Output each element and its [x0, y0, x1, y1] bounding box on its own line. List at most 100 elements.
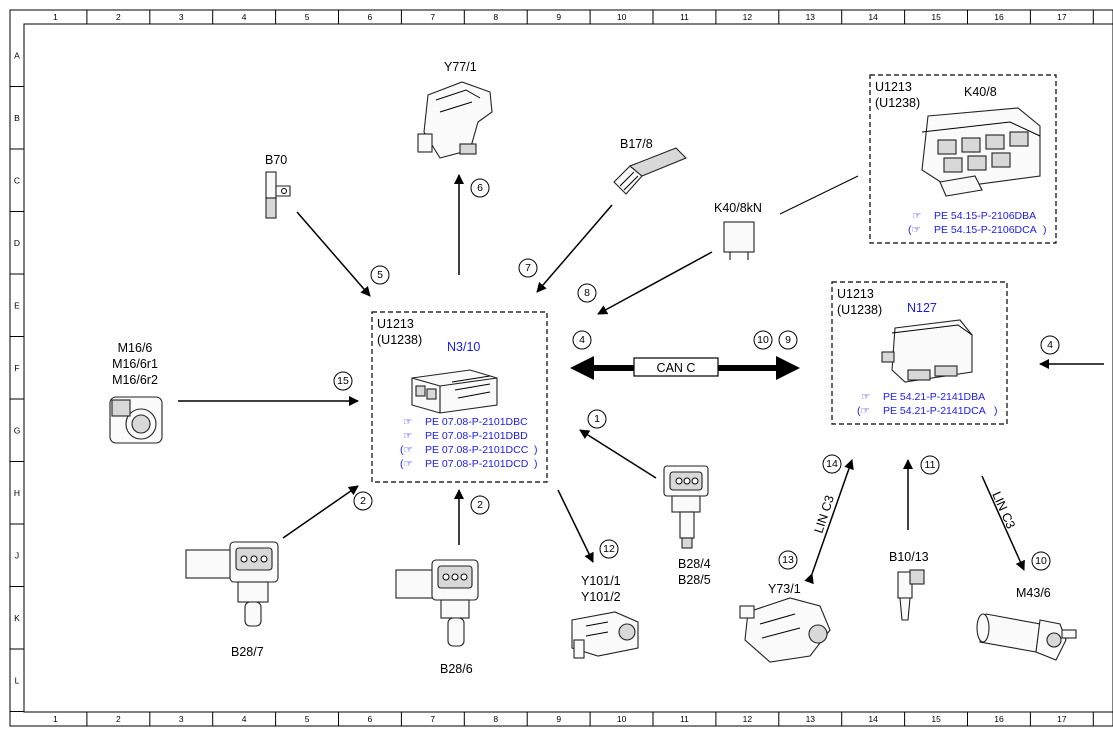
svg-text:): ) [534, 458, 538, 470]
transmission-ecu-ref-2: PE 54.21-P-2141DCA [883, 405, 986, 417]
engine-ecu-refs: ☞ PE 07.08-P-2101DBC ☞ PE 07.08-P-2101DB… [400, 416, 538, 470]
callout-can-right-1: 10 [753, 330, 773, 350]
callout-b28-7: 2 [353, 491, 373, 511]
callout-b70: 5 [370, 265, 390, 285]
m16-label-2: M16/6r1 [112, 357, 158, 371]
grid-column-label: 14 [868, 12, 878, 22]
grid-column-label: 6 [368, 714, 373, 724]
svg-text:☞: ☞ [403, 416, 412, 428]
can-bus-label: CAN C [657, 361, 696, 375]
y101-label-1: Y101/1 [581, 574, 621, 588]
arrow-b70 [296, 211, 371, 297]
component-y101: Y101/1 Y101/2 [557, 489, 639, 659]
svg-text:9: 9 [785, 334, 791, 346]
grid-row-label: H [14, 488, 20, 498]
grid-column-label: 13 [806, 714, 816, 724]
component-y77-1: Y77/1 [417, 60, 493, 275]
engine-ecu-ref-3: PE 07.08-P-2101DCC [425, 444, 529, 456]
grid-column-label: 7 [430, 12, 435, 22]
svg-text:2: 2 [477, 499, 483, 511]
callouts: 5 6 7 8 4 10 9 15 2 2 1 12 14 13 11 10 4 [333, 178, 1060, 571]
callout-y73-top: 14 [822, 454, 842, 474]
grid-row-label: L [15, 675, 20, 685]
svg-text:10: 10 [1035, 555, 1047, 567]
transmission-control-unit: U1213 (U1238) N127 ☞ PE 54.21-P-2141DBA … [831, 281, 1008, 425]
grid-column-label: 17 [1057, 714, 1067, 724]
relay-module-title-1: U1213 [875, 80, 912, 94]
y73-label: Y73/1 [768, 582, 801, 596]
arrow-b28-4 [579, 429, 657, 479]
callout-b17: 7 [518, 258, 538, 278]
grid-column-labels: 1122334455667788991010111112121313141415… [53, 10, 1094, 726]
grid-row-label: C [14, 175, 20, 185]
arrow-b17 [536, 204, 613, 293]
arrow-m43 [981, 475, 1025, 571]
grid-column-label: 2 [116, 714, 121, 724]
grid-row-label: K [14, 613, 20, 623]
relay-module-code: K40/8 [964, 85, 997, 99]
svg-text:8: 8 [584, 287, 590, 299]
b17-label: B17/8 [620, 137, 653, 151]
grid-column-label: 11 [680, 714, 689, 724]
b28-6-label: B28/6 [440, 662, 473, 676]
grid-column-label: 10 [617, 714, 627, 724]
grid-column-label: 8 [493, 12, 498, 22]
grid-column-label: 12 [743, 714, 753, 724]
engine-ecu-ref-4: PE 07.08-P-2101DCD [425, 458, 529, 470]
grid-column-label: 3 [179, 714, 184, 724]
b70-label: B70 [265, 153, 287, 167]
relay-module: U1213 (U1238) K40/8 ☞ PE 54.15-P-2106DBA… [869, 74, 1057, 244]
grid-column-label: 2 [116, 12, 121, 22]
svg-text:4: 4 [579, 334, 585, 346]
engine-ecu-ref-2: PE 07.08-P-2101DBD [425, 430, 528, 442]
m43-label: M43/6 [1016, 586, 1051, 600]
grid-column-label: 11 [680, 12, 689, 22]
relay-module-title-2: (U1238) [875, 96, 920, 110]
svg-text:☞: ☞ [861, 391, 870, 403]
component-b28-6: B28/6 [395, 489, 479, 676]
arrow-b28-7 [282, 485, 359, 539]
transmission-ecu-refs: ☞ PE 54.21-P-2141DBA (☞ PE 54.21-P-2141D… [857, 391, 998, 417]
crank-sensor-icon [265, 171, 291, 219]
grid-row-label: D [14, 238, 20, 248]
engine-control-unit: U1213 (U1238) N3/10 ☞ PE 07.08-P-2101DBC… [371, 311, 548, 483]
pump-icon-m43 [976, 613, 1077, 661]
svg-text:14: 14 [826, 458, 838, 470]
callout-y101: 12 [599, 539, 619, 559]
grid-column-label: 15 [931, 12, 941, 22]
grid-column-label: 5 [305, 12, 310, 22]
transmission-ecu-title-2: (U1238) [837, 303, 882, 317]
callout-can-right-2: 9 [778, 330, 798, 350]
grid-column-label: 13 [806, 12, 816, 22]
svg-text:13: 13 [782, 554, 794, 566]
grid-column-label: 9 [556, 12, 561, 22]
callout-can-left: 4 [572, 330, 592, 350]
component-b10-13: B10/13 [889, 459, 929, 621]
grid-column-label: 10 [617, 12, 627, 22]
engine-ecu-title-2: (U1238) [377, 333, 422, 347]
grid-column-label: 16 [994, 12, 1004, 22]
grid-column-label: 3 [179, 12, 184, 22]
engine-ecu-box [371, 311, 548, 483]
grid-column-label: 4 [242, 714, 247, 724]
grid-column-label: 16 [994, 714, 1004, 724]
grid-row-label: G [14, 425, 21, 435]
grid-row-label: A [14, 50, 20, 60]
transmission-ecu-icon [881, 319, 973, 383]
svg-text:12: 12 [603, 543, 615, 555]
component-k40-8kn: K40/8kN [597, 175, 859, 315]
svg-text:15: 15 [337, 375, 349, 387]
actuator-icon-y73 [739, 597, 831, 663]
b28-5-label: B28/5 [678, 573, 711, 587]
grid-column-label: 9 [556, 714, 561, 724]
grid-row-label: J [15, 550, 19, 560]
actuator-icon-y101 [571, 611, 639, 659]
callout-y77: 6 [470, 178, 490, 198]
svg-text:(☞: (☞ [857, 405, 870, 417]
grid-column-label: 1 [53, 12, 58, 22]
relay-module-ref-2: PE 54.15-P-2106DCA [934, 224, 1037, 236]
pressure-sensor-icon-b28-7 [185, 541, 279, 627]
svg-text:(☞: (☞ [400, 458, 413, 470]
can-bus: CAN C [570, 356, 800, 380]
grid-column-label: 17 [1057, 12, 1067, 22]
